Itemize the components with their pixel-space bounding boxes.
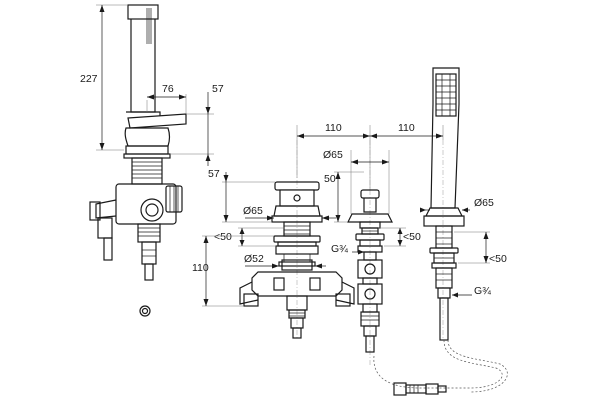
dimension-76: 76 <box>146 83 187 114</box>
dimension-227: 227 <box>80 4 128 151</box>
dim-valve-height: 50 <box>324 173 336 185</box>
dim-lever-offset: 76 <box>162 83 174 95</box>
dimension-lt50-valve: <50 <box>378 227 421 247</box>
dim-spacing-right: 110 <box>398 122 415 134</box>
dimension-d65-mixer: Ø65 <box>243 205 336 221</box>
dim-mixer-body-diameter: Ø65 <box>243 205 263 217</box>
dim-spacing-left: 110 <box>325 122 342 134</box>
dimension-lt50-mixer: <50 <box>214 227 284 247</box>
dimension-57-mixer: 57 <box>208 168 275 223</box>
dimension-d65-shower: Ø65 <box>420 197 494 213</box>
dim-valve-thread: G¾ <box>331 243 348 255</box>
dimension-d65-valve: Ø65 <box>323 149 390 214</box>
dimension-lt50-shower: <50 <box>454 231 507 265</box>
mixer-assembly <box>239 140 355 340</box>
dim-shower-diameter: Ø65 <box>474 197 494 209</box>
dimension-110-vertical: 110 <box>192 235 274 307</box>
dim-lever-projection: 57 <box>212 83 224 95</box>
dimension-spacing: 110 110 <box>296 122 444 190</box>
dimension-d52: Ø52 <box>244 253 326 269</box>
dim-hand-shower-height: 227 <box>80 73 98 85</box>
hose-path <box>373 339 508 396</box>
dimension-g34-shower: G¾ <box>452 285 491 298</box>
dim-mixer-height: 57 <box>208 168 220 180</box>
dim-mixer-base-diameter: Ø52 <box>244 253 264 265</box>
dim-shower-deck-thickness: <50 <box>489 253 507 265</box>
dim-valve-deck-thickness: <50 <box>403 231 421 243</box>
hand-shower-assembly <box>423 67 465 341</box>
dimension-50-valve: 50 <box>324 171 364 223</box>
side-view-assembly <box>89 4 187 317</box>
dim-valve-diameter: Ø65 <box>323 149 343 161</box>
dim-shower-thread: G¾ <box>474 285 491 297</box>
diverter-valve-assembly <box>347 140 393 365</box>
dim-mixer-deck-thickness: <50 <box>214 231 232 243</box>
dim-mixer-valve-depth: 110 <box>192 262 209 274</box>
dimension-57-side: 57 <box>170 83 224 166</box>
dimension-g34-valve: G¾ <box>331 243 364 255</box>
